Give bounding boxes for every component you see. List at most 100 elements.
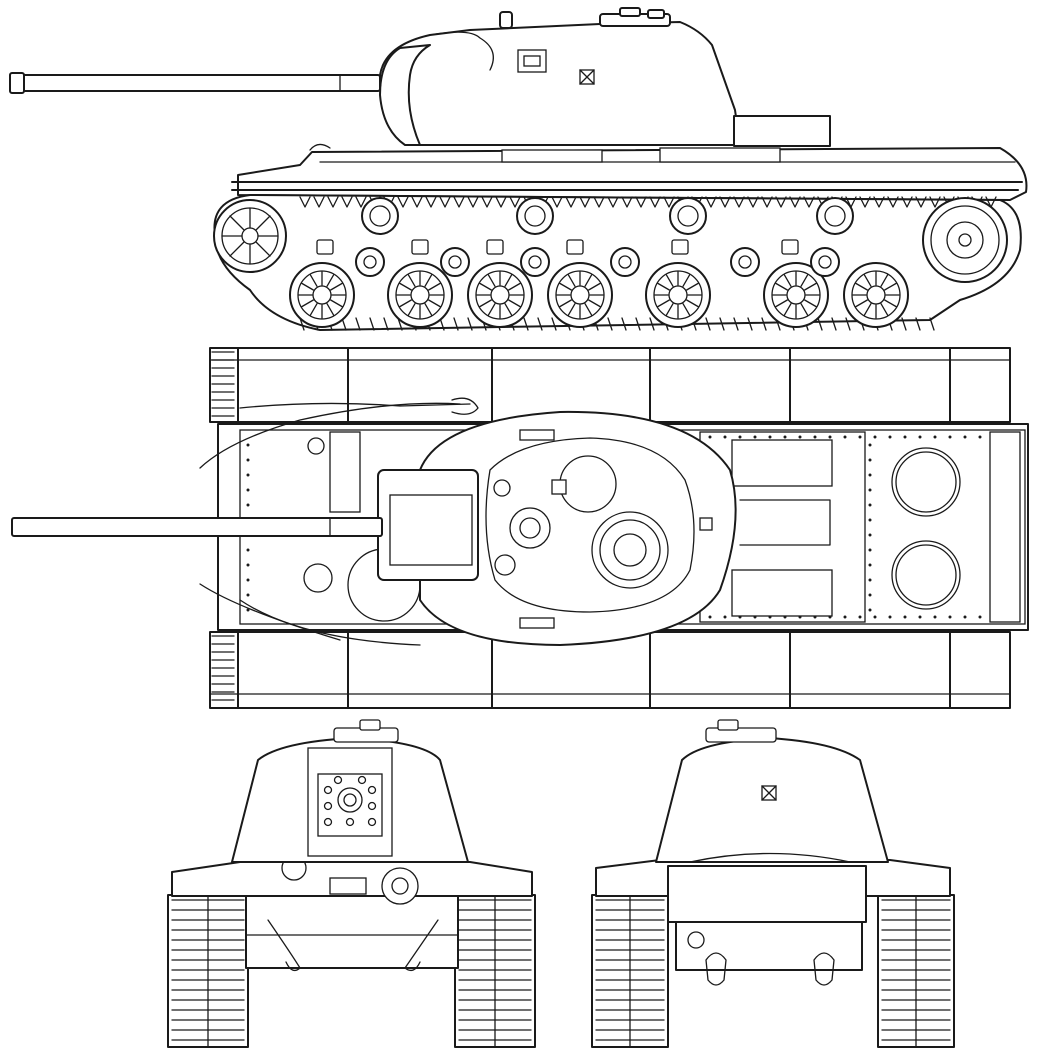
return-roller-hub bbox=[677, 205, 699, 227]
rivet bbox=[738, 615, 742, 619]
rivet bbox=[933, 615, 937, 619]
gun-barrel bbox=[9, 72, 381, 94]
road-wheel bbox=[645, 262, 711, 328]
rear-track-links bbox=[595, 895, 951, 1047]
road-wheels bbox=[289, 262, 909, 328]
track-link bbox=[537, 317, 543, 331]
track-link bbox=[621, 317, 627, 331]
track-link bbox=[929, 317, 935, 331]
rivet bbox=[918, 615, 922, 619]
rivet bbox=[783, 615, 787, 619]
mantlet-bolt bbox=[323, 817, 333, 827]
track-tooth bbox=[663, 196, 675, 208]
rivet bbox=[246, 503, 250, 507]
hull bbox=[237, 147, 1028, 201]
track-tooth bbox=[467, 196, 479, 208]
track-tooth bbox=[299, 196, 311, 208]
track-link bbox=[467, 317, 473, 331]
track-plates bbox=[209, 347, 1011, 709]
drive-sprocket bbox=[922, 197, 1008, 283]
track-link bbox=[355, 317, 361, 331]
rivet bbox=[868, 503, 872, 507]
rivet bbox=[868, 458, 872, 462]
track-tooth bbox=[509, 196, 521, 208]
rivet bbox=[888, 435, 892, 439]
track-link bbox=[761, 317, 767, 331]
rivet bbox=[868, 608, 872, 612]
track-tooth bbox=[481, 196, 493, 208]
rivet bbox=[858, 435, 862, 439]
rivet bbox=[868, 473, 872, 477]
gun-mantlet bbox=[379, 44, 431, 146]
track-tooth bbox=[761, 196, 773, 208]
track-tooth bbox=[453, 196, 465, 208]
track-link bbox=[453, 317, 459, 331]
mantlet-bolt bbox=[333, 775, 343, 785]
rivet bbox=[903, 615, 907, 619]
rivet bbox=[828, 435, 832, 439]
track-tooth bbox=[705, 196, 717, 208]
rivet bbox=[868, 563, 872, 567]
mantlet-bolt bbox=[367, 785, 377, 795]
rivet bbox=[868, 518, 872, 522]
suspension-hub-center bbox=[528, 255, 542, 269]
road-wheel bbox=[547, 262, 613, 328]
rivet bbox=[738, 435, 742, 439]
rivet bbox=[888, 615, 892, 619]
top-view bbox=[11, 347, 1029, 709]
track-tooth bbox=[579, 196, 591, 208]
rivet bbox=[246, 473, 250, 477]
rivet bbox=[868, 548, 872, 552]
deck-rivets bbox=[246, 435, 982, 619]
turret bbox=[379, 21, 741, 146]
track-link bbox=[817, 317, 823, 331]
mantlet-bolt bbox=[345, 817, 355, 827]
rivet bbox=[246, 578, 250, 582]
gun-barrel-top bbox=[11, 517, 383, 537]
rivet bbox=[246, 443, 250, 447]
track-link bbox=[523, 317, 529, 331]
track-tooth bbox=[929, 196, 941, 208]
track-link bbox=[649, 317, 655, 331]
track-tooth bbox=[649, 196, 661, 208]
track-link bbox=[845, 317, 851, 331]
rivet bbox=[783, 435, 787, 439]
suspension-arm bbox=[566, 239, 584, 255]
mantlet-bolt bbox=[367, 801, 377, 811]
rivet bbox=[246, 608, 250, 612]
track-tooth bbox=[635, 196, 647, 208]
suspension-arm bbox=[411, 239, 429, 255]
track-tooth bbox=[397, 196, 409, 208]
side-view bbox=[9, 7, 1028, 331]
left-track-top bbox=[209, 347, 1011, 423]
track-tooth bbox=[747, 196, 759, 208]
track-tooth bbox=[887, 196, 899, 208]
suspension-arm bbox=[486, 239, 504, 255]
rivet bbox=[868, 578, 872, 582]
mantlet-bolt bbox=[323, 785, 333, 795]
track-link bbox=[915, 317, 921, 331]
track-tooth bbox=[327, 196, 339, 208]
track-tooth bbox=[313, 196, 325, 208]
rivet bbox=[813, 435, 817, 439]
return-roller-hub bbox=[824, 205, 846, 227]
rivet bbox=[903, 435, 907, 439]
track-link bbox=[831, 317, 837, 331]
track-link bbox=[719, 317, 725, 331]
front-track-links bbox=[171, 895, 532, 1047]
rivet bbox=[246, 548, 250, 552]
rivet bbox=[723, 615, 727, 619]
track-tooth bbox=[411, 196, 423, 208]
rivet bbox=[918, 435, 922, 439]
rivet bbox=[873, 435, 877, 439]
return-rollers bbox=[361, 197, 854, 235]
rivet bbox=[768, 615, 772, 619]
track-tooth bbox=[789, 196, 801, 208]
track-tooth bbox=[425, 196, 437, 208]
suspension-hub-center bbox=[818, 255, 832, 269]
rivet bbox=[708, 435, 712, 439]
turret-top bbox=[419, 410, 737, 646]
rivet bbox=[753, 435, 757, 439]
suspension-hub-center bbox=[738, 255, 752, 269]
